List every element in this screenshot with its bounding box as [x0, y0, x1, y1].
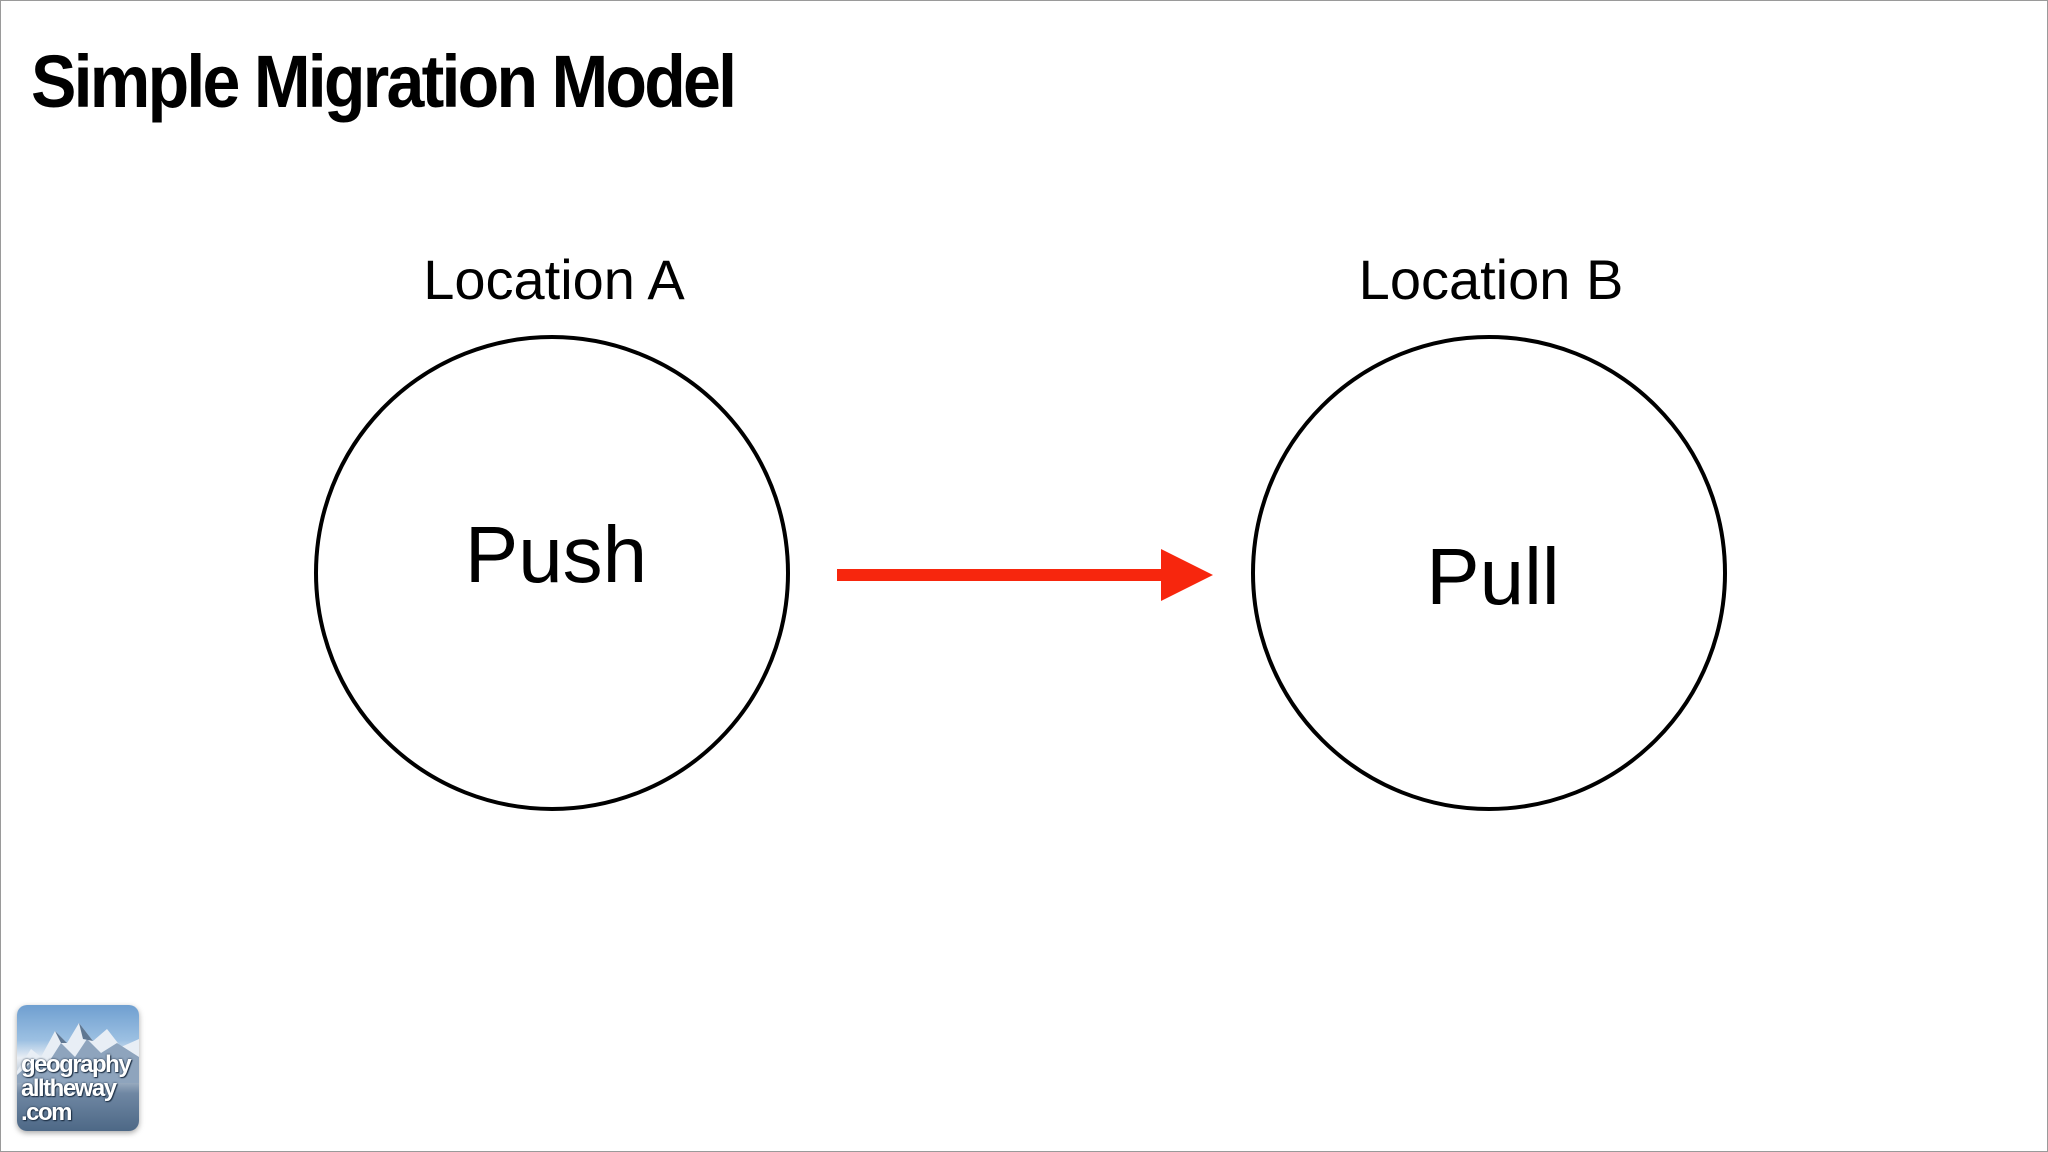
logo-line-2: alltheway — [21, 1075, 117, 1102]
logo-line-3: .com — [21, 1099, 73, 1126]
logo-text: geography alltheway .com — [21, 1051, 132, 1126]
location-b-label: Location B — [1358, 248, 1624, 311]
migration-arrow — [837, 549, 1213, 601]
slide-title: Simple Migration Model — [31, 40, 737, 123]
location-b-circle — [1251, 335, 1727, 811]
site-logo: geography alltheway .com — [17, 1005, 139, 1131]
pull-label: Pull — [1426, 532, 1560, 621]
location-a-label: Location A — [423, 248, 685, 311]
location-a-circle — [314, 335, 790, 811]
arrow-shaft — [837, 569, 1163, 581]
mountain-logo-icon — [17, 1023, 139, 1083]
logo-line-1: geography — [21, 1051, 132, 1078]
arrow-head — [1161, 549, 1213, 601]
push-label: Push — [464, 510, 648, 599]
